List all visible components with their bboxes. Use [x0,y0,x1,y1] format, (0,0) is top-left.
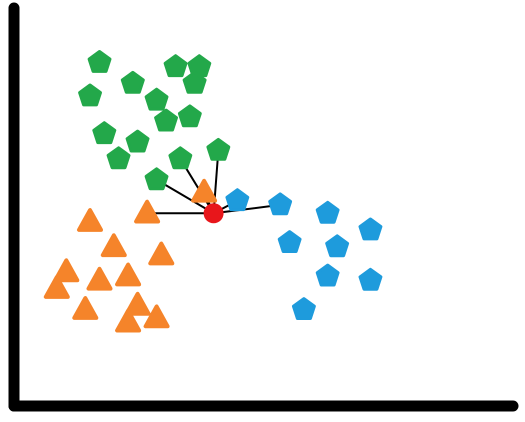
orange-triangle-point [148,241,175,266]
neighbor-link [212,149,220,215]
green-pentagon-point [206,137,231,161]
blue-pentagon-point [315,200,340,224]
blue-pentagon-point [268,192,293,216]
green-pentagon-point [163,54,188,78]
data-points [43,50,383,333]
blue-pentagon-point [225,188,250,212]
orange-triangle-point [115,308,142,333]
green-pentagon-point [125,129,150,153]
green-pentagon-point [92,121,117,145]
blue-pentagon-point [325,234,350,258]
green-pentagon-point [168,146,193,170]
orange-triangle-point [53,258,80,283]
query-point [203,203,224,224]
green-pentagon-point [177,104,202,128]
blue-pentagon-point [291,297,316,320]
orange-triangle-point [124,291,151,316]
neighbor-link [212,203,282,215]
orange-triangle-point [77,208,103,232]
green-pentagon-point [144,87,169,111]
axes [8,2,519,412]
blue-pentagon-point [358,217,383,241]
neighbor-link [155,178,215,215]
orange-triangle-point [100,233,127,258]
orange-triangle-point [43,275,70,299]
orange-triangle-point [72,296,99,320]
green-pentagon-point [106,146,131,170]
green-pentagon-point [182,70,207,94]
blue-pentagon-point [277,230,302,253]
green-pentagon-point [154,108,178,132]
orange-triangle-point [143,304,170,329]
orange-triangle-point [134,199,161,224]
green-pentagon-point [78,83,102,107]
green-pentagon-point [87,50,112,73]
query-point-group [203,203,224,224]
green-pentagon-point [120,70,145,94]
blue-pentagon-point [315,263,340,287]
orange-triangle-point [191,178,218,203]
blue-pentagon-point [358,267,383,291]
green-pentagon-point [144,167,169,191]
orange-triangle-point [115,262,142,287]
orange-triangle-point [86,266,113,291]
